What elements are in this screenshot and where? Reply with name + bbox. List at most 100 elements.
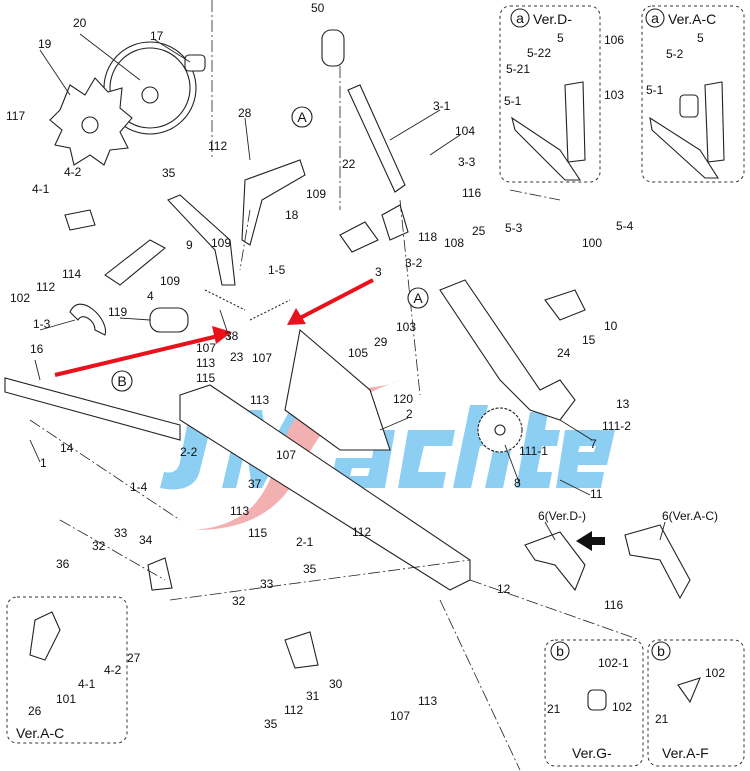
part-label: 1-5: [268, 263, 286, 277]
part-label: 17: [150, 29, 164, 43]
part-label: 33: [260, 577, 274, 591]
part-label: 1-4: [130, 480, 148, 494]
part-label: 24: [557, 346, 571, 360]
part-label: 5-21: [506, 62, 530, 76]
part-label: 113: [418, 694, 437, 708]
part-label: 113: [230, 504, 249, 518]
marker-b-ver-a-f: b: [657, 643, 665, 659]
part-labels: 50 20 19 17 117 28 112 35 109 18 3-1 104…: [6, 1, 725, 761]
part-label: 105: [348, 346, 368, 360]
part-label: 4-1: [78, 677, 96, 691]
rail-16: [4, 377, 181, 441]
part-label: 115: [196, 371, 215, 385]
plate-5-ver-d: [564, 81, 586, 163]
part-label: 107: [252, 351, 272, 365]
part-label: 14: [60, 441, 74, 455]
part-label: 3-2: [405, 256, 423, 270]
part-label: 103: [604, 88, 624, 102]
watermark-letter-t: [516, 412, 560, 488]
part-label: 113: [250, 393, 269, 407]
part-label: 4-2: [104, 663, 122, 677]
part-label: 16: [30, 342, 44, 356]
part-6-ver-a-c: [624, 524, 691, 600]
reference-markers: A A B a a b b: [111, 8, 671, 661]
part-label: 21: [655, 712, 669, 726]
part-5-2: [679, 94, 699, 118]
part-label: 32: [92, 539, 106, 553]
part-label: 26: [28, 704, 42, 718]
part-label: 13: [616, 397, 630, 411]
bracket-18: [241, 159, 306, 246]
part-label: 112: [208, 139, 227, 153]
part-label: 103: [396, 320, 416, 334]
marker-b: B: [117, 373, 126, 389]
part-label: 114: [62, 267, 81, 281]
part-label: 5-1: [646, 83, 664, 97]
version-label: Ver.A-C: [668, 11, 716, 27]
part-label: 5: [557, 31, 564, 45]
part-label: 118: [418, 230, 437, 244]
part-label: 102: [612, 700, 632, 714]
cap-50: [321, 29, 345, 67]
part-label: 4-2: [64, 165, 82, 179]
lever-9: [167, 194, 236, 286]
lever-4: [104, 239, 166, 286]
part-label: 19: [38, 37, 52, 51]
part-label: 107: [196, 341, 216, 355]
part-label: 111-2: [602, 419, 631, 433]
lever-15: [544, 289, 586, 321]
part-label: 25: [472, 224, 486, 238]
plate-2-upper: [284, 328, 391, 451]
lever-3-1: [347, 84, 406, 193]
watermark-letter-e: [556, 430, 615, 488]
part-6-ver-d: [524, 531, 586, 592]
part-3-2: [381, 204, 409, 241]
part-label: 31: [306, 689, 320, 703]
part-label: 101: [56, 692, 76, 706]
part-label: 20: [73, 16, 87, 30]
ver-d-detail-box: [499, 5, 601, 183]
part-label: 100: [582, 236, 602, 250]
red-arrow-to-23: [299, 278, 374, 320]
part-label: 106: [604, 33, 624, 47]
part-label: 32: [232, 594, 246, 608]
part-label: 109: [306, 187, 326, 201]
watermark-letter-c: [398, 430, 455, 488]
ver-a-f-box: [647, 639, 745, 767]
part-label: 2-1: [296, 535, 314, 549]
plate-5-ver-a-c: [704, 81, 725, 163]
part-label: 28: [238, 106, 252, 120]
part-label: 2: [406, 407, 413, 421]
part-label: 112: [284, 703, 303, 717]
marker-b-ver-g: b: [556, 643, 564, 659]
part-label: 8: [514, 476, 521, 490]
part-label: 18: [285, 208, 299, 222]
part-label: 5: [697, 31, 704, 45]
part-label: 30: [329, 677, 343, 691]
marker-a-ver-a-c: a: [651, 10, 659, 26]
part-label: 102-1: [598, 656, 629, 670]
part-label: 115: [248, 526, 267, 540]
part-label: 5-3: [505, 221, 523, 235]
part-label: 4-1: [32, 182, 50, 196]
version-label: Ver.D-: [533, 11, 572, 27]
part-102-ver-a-f: [677, 677, 701, 704]
part-label: 113: [196, 356, 215, 370]
part-label: 1-3: [33, 317, 51, 331]
part-label: 104: [455, 124, 475, 138]
part-label: 5-2: [666, 47, 684, 61]
ver-a-c-lower-box: [6, 596, 128, 744]
version-label: Ver.A-C: [16, 725, 64, 741]
belt-1-3: [69, 303, 107, 336]
parts: [4, 0, 725, 771]
part-label: 111-1: [519, 444, 548, 458]
part-label: 50: [311, 1, 325, 15]
part-label: 2-2: [180, 445, 198, 459]
part-label: 5-22: [527, 46, 551, 60]
part-label: 15: [582, 333, 596, 347]
part-label: 12: [497, 582, 511, 596]
part-label: 107: [390, 709, 410, 723]
roller-119: [149, 307, 189, 333]
marker-a-lower: A: [413, 290, 423, 306]
